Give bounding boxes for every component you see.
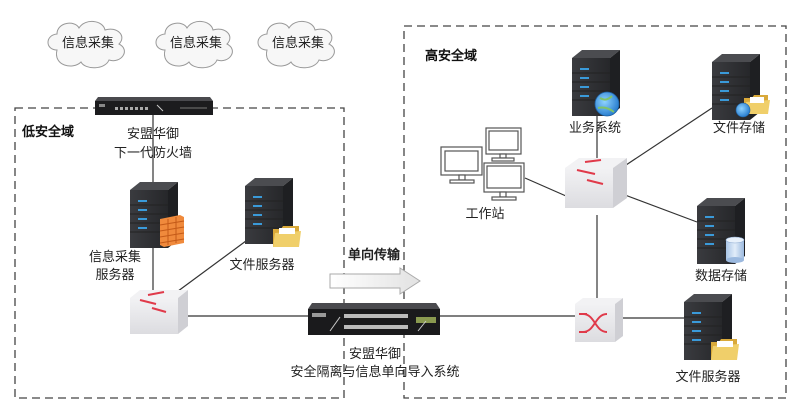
collect-server-icon	[130, 182, 178, 248]
core-switch-icon	[575, 298, 623, 342]
one-way-arrow-icon	[329, 267, 421, 295]
firewall-label-brand: 安盟华御	[126, 127, 179, 142]
file-storage-label: 文件存储	[712, 121, 765, 136]
database-cylinder-icon	[725, 236, 745, 263]
link-switch2-datastorage	[624, 194, 698, 223]
business-system-label: 业务系统	[568, 121, 621, 136]
globe-icon	[594, 91, 620, 117]
cloud-label-2: 信息采集	[169, 36, 222, 51]
gateway-label-brand: 安盟华御	[348, 347, 401, 362]
file-server-high-label: 文件服务器	[675, 370, 741, 385]
switch-high-icon	[565, 158, 627, 208]
low-zone-border	[14, 107, 345, 399]
folder-icon	[273, 226, 301, 247]
link-switch2-workstation	[524, 177, 567, 197]
isolation-gateway-device	[308, 303, 440, 335]
firewall-device	[95, 97, 213, 115]
cloud-label-3: 信息采集	[271, 36, 324, 51]
cloud-3	[257, 21, 335, 69]
workstation-label: 工作站	[465, 207, 505, 222]
collect-server-label-1: 信息采集	[88, 250, 141, 265]
firewall-label-name: 下一代防火墙	[113, 146, 192, 161]
switch-low-icon	[130, 290, 188, 334]
cloud-1	[47, 21, 125, 69]
file-server-low-label: 文件服务器	[229, 258, 295, 273]
data-storage-label: 数据存储	[694, 269, 747, 284]
file-storage-globe-icon	[735, 102, 751, 118]
one-way-transfer-label: 单向传输	[347, 248, 400, 263]
workstation-icon	[440, 127, 525, 201]
high-zone-title: 高安全域	[425, 49, 478, 64]
gateway-label-name: 安全隔离与信息单向导入系统	[290, 365, 460, 380]
collect-server-label-2: 服务器	[95, 268, 135, 283]
file-server-high-folder-icon	[711, 339, 739, 360]
cloud-2	[155, 21, 233, 69]
low-zone-title: 低安全域	[22, 125, 75, 140]
firewall-brick-icon	[159, 215, 185, 247]
cloud-label-1: 信息采集	[61, 36, 114, 51]
link-switch2-filestorage	[616, 107, 713, 172]
link-fileserver-switch	[169, 237, 251, 298]
